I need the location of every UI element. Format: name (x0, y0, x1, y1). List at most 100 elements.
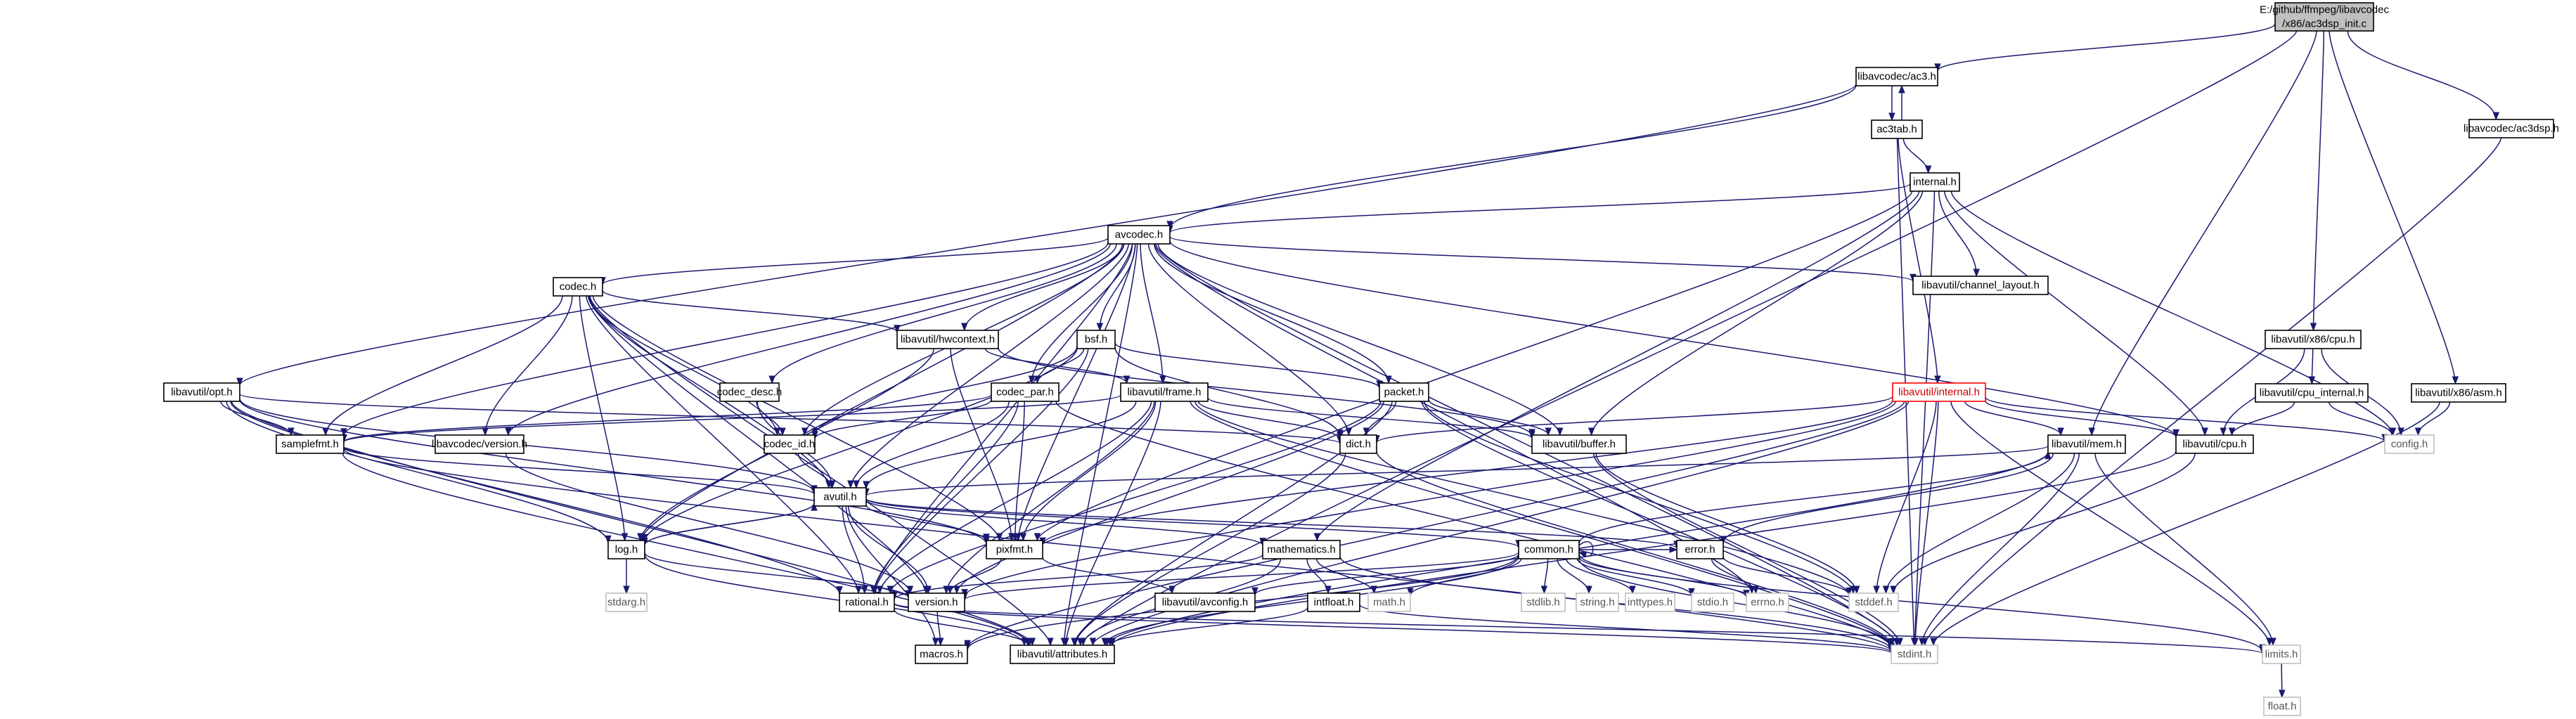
node-label: stdlib.h (1526, 597, 1560, 609)
node-error[interactable]: error.h (1676, 540, 1724, 559)
edge-common-to-stdint (1578, 558, 1895, 649)
node-common[interactable]: common.h (1518, 540, 1580, 559)
node-x86cpu[interactable]: libavutil/x86/cpu.h (2265, 330, 2362, 349)
edge-root-to-x86cpu (2310, 30, 2325, 332)
node-x86asm[interactable]: libavutil/x86/asm.h (2411, 383, 2506, 403)
node-avconfig[interactable]: libavutil/avconfig.h (1154, 592, 1256, 612)
node-hwcontext[interactable]: libavutil/hwcontext.h (896, 330, 999, 349)
edge-codec_id-to-avutil (797, 453, 835, 489)
edge-frame-to-rational (876, 401, 1152, 595)
node-rational[interactable]: rational.h (839, 592, 895, 612)
edge-avcodec-to-stdint (1155, 243, 1901, 647)
node-codec_desc[interactable]: codec_desc.h (717, 382, 783, 402)
node-cpu[interactable]: libavutil/cpu.h (2175, 434, 2254, 454)
node-label: stdio.h (1697, 597, 1728, 609)
edge-internal-to-mathematics (1313, 190, 1920, 542)
node-ac3[interactable]: libavcodec/ac3.h (1855, 67, 1938, 86)
node-label: libavutil/cpu_internal.h (2260, 387, 2364, 399)
edge-mem-to-limits (2094, 453, 2276, 647)
edge-internal-to-pixfmt (1033, 190, 1913, 542)
edge-lavu_internal-to-version (961, 401, 1896, 597)
edge-version-to-macros (936, 611, 944, 647)
node-label: codec_par.h (996, 387, 1054, 399)
node-stdio: stdio.h (1691, 592, 1734, 612)
edge-packet-to-buffer (1428, 399, 1552, 436)
node-label: samplefmt.h (281, 439, 339, 451)
node-label: libavutil/buffer.h (1543, 439, 1616, 451)
node-label: mathematics.h (1267, 544, 1336, 556)
node-label: version.h (915, 597, 958, 609)
node-codec[interactable]: codec.h (553, 277, 603, 297)
edge-codec_par-to-rational (870, 401, 1019, 595)
edge-avcodec-to-dict (1147, 243, 1353, 436)
edge-internal-to-avcodec (1166, 183, 1911, 234)
edge-common-to-stdlib (1540, 558, 1549, 595)
node-label: math.h (1373, 597, 1405, 609)
node-channel_layout[interactable]: libavutil/channel_layout.h (1912, 276, 2049, 295)
node-lavc_version[interactable]: libavcodec/version.h (432, 434, 527, 454)
edge-rational-to-attributes (894, 609, 1031, 647)
node-mathematics[interactable]: mathematics.h (1262, 540, 1341, 559)
edge-frame-to-attributes (1062, 401, 1161, 647)
root-file-label-line: E:/github/ffmpeg/libavcodec (2260, 4, 2390, 16)
edge-avcodec-to-buffer (1157, 243, 1564, 436)
edge-internal-to-stdint (1911, 190, 1936, 647)
node-frame[interactable]: libavutil/frame.h (1120, 382, 1209, 402)
node-label: avcodec.h (1115, 229, 1163, 241)
node-macros[interactable]: macros.h (915, 644, 968, 664)
edge-ac3-to-opt (236, 84, 1857, 387)
node-label: libavutil/mem.h (2052, 439, 2122, 451)
node-pixfmt[interactable]: pixfmt.h (986, 540, 1043, 559)
edge-ac3tab-to-ac3 (1898, 84, 1905, 121)
node-label: ac3tab.h (1876, 124, 1917, 136)
edge-root-to-x86asm (2329, 30, 2459, 385)
node-version[interactable]: version.h (908, 592, 965, 612)
node-opt[interactable]: libavutil/opt.h (163, 382, 240, 402)
node-packet[interactable]: packet.h (1379, 382, 1429, 402)
node-label: libavutil/x86/cpu.h (2271, 334, 2355, 346)
node-codec_par[interactable]: codec_par.h (991, 382, 1060, 402)
edge-log-to-attributes (644, 554, 1028, 647)
edge-lavu_internal-to-mem (1964, 401, 2064, 436)
node-label: libavutil/avconfig.h (1162, 597, 1249, 609)
node-limits: limits.h (2262, 644, 2301, 664)
node-mem[interactable]: libavutil/mem.h (2047, 434, 2126, 454)
node-bsf[interactable]: bsf.h (1076, 330, 1116, 349)
node-cpu_internal[interactable]: libavutil/cpu_internal.h (2255, 383, 2369, 403)
edge-x86asm-to-config (2414, 401, 2451, 436)
edge-ac3tab-to-lavu_internal (1898, 138, 1941, 384)
edge-common-to-math (1407, 558, 1522, 597)
node-lavu_internal[interactable]: libavutil/internal.h (1892, 382, 1986, 402)
edge-avutil-to-macros (845, 505, 939, 647)
node-buffer[interactable]: libavutil/buffer.h (1531, 434, 1627, 454)
node-attributes[interactable]: libavutil/attributes.h (1010, 644, 1115, 664)
node-log[interactable]: log.h (607, 540, 645, 559)
node-label: codec.h (560, 281, 597, 293)
node-label: stdarg.h (607, 597, 645, 609)
edge-codec_par-to-avutil (853, 401, 1010, 489)
edge-avcodec-to-codec_desc (768, 243, 1117, 384)
edge-root-to-mem (2088, 30, 2317, 436)
edge-avutil-to-pixfmt (865, 504, 990, 543)
node-label: intfloat.h (1314, 597, 1354, 609)
node-ac3tab[interactable]: ac3tab.h (1871, 119, 1923, 139)
node-layer: E:/github/ffmpeg/libavcodec/x86/ac3dsp_i… (163, 2, 2559, 716)
node-inttypes: inttypes.h (1625, 592, 1675, 612)
node-avutil[interactable]: avutil.h (813, 487, 867, 507)
edge-codec-to-samplefmt (322, 295, 563, 436)
node-intfloat[interactable]: intfloat.h (1307, 592, 1360, 612)
edge-pixfmt-to-avconfig (1042, 557, 1176, 595)
node-avcodec[interactable]: avcodec.h (1107, 225, 1171, 245)
node-stdlib: stdlib.h (1521, 592, 1566, 612)
node-codec_id[interactable]: codec_id.h (764, 434, 816, 454)
node-samplefmt[interactable]: samplefmt.h (276, 434, 344, 454)
edge-lavu_internal-to-stddef (1873, 401, 1937, 595)
edge-ac3tab-to-internal (1902, 138, 1932, 174)
node-internal[interactable]: internal.h (1910, 172, 1960, 192)
node-label: rational.h (845, 597, 889, 609)
node-dict[interactable]: dict.h (1339, 434, 1377, 454)
node-ac3dsp[interactable]: libavcodec/ac3dsp.h (2464, 119, 2559, 138)
edge-avcodec-to-lavc_version (505, 243, 1111, 436)
node-label: libavcodec/ac3dsp.h (2464, 123, 2559, 135)
node-errno: errno.h (1746, 592, 1789, 612)
